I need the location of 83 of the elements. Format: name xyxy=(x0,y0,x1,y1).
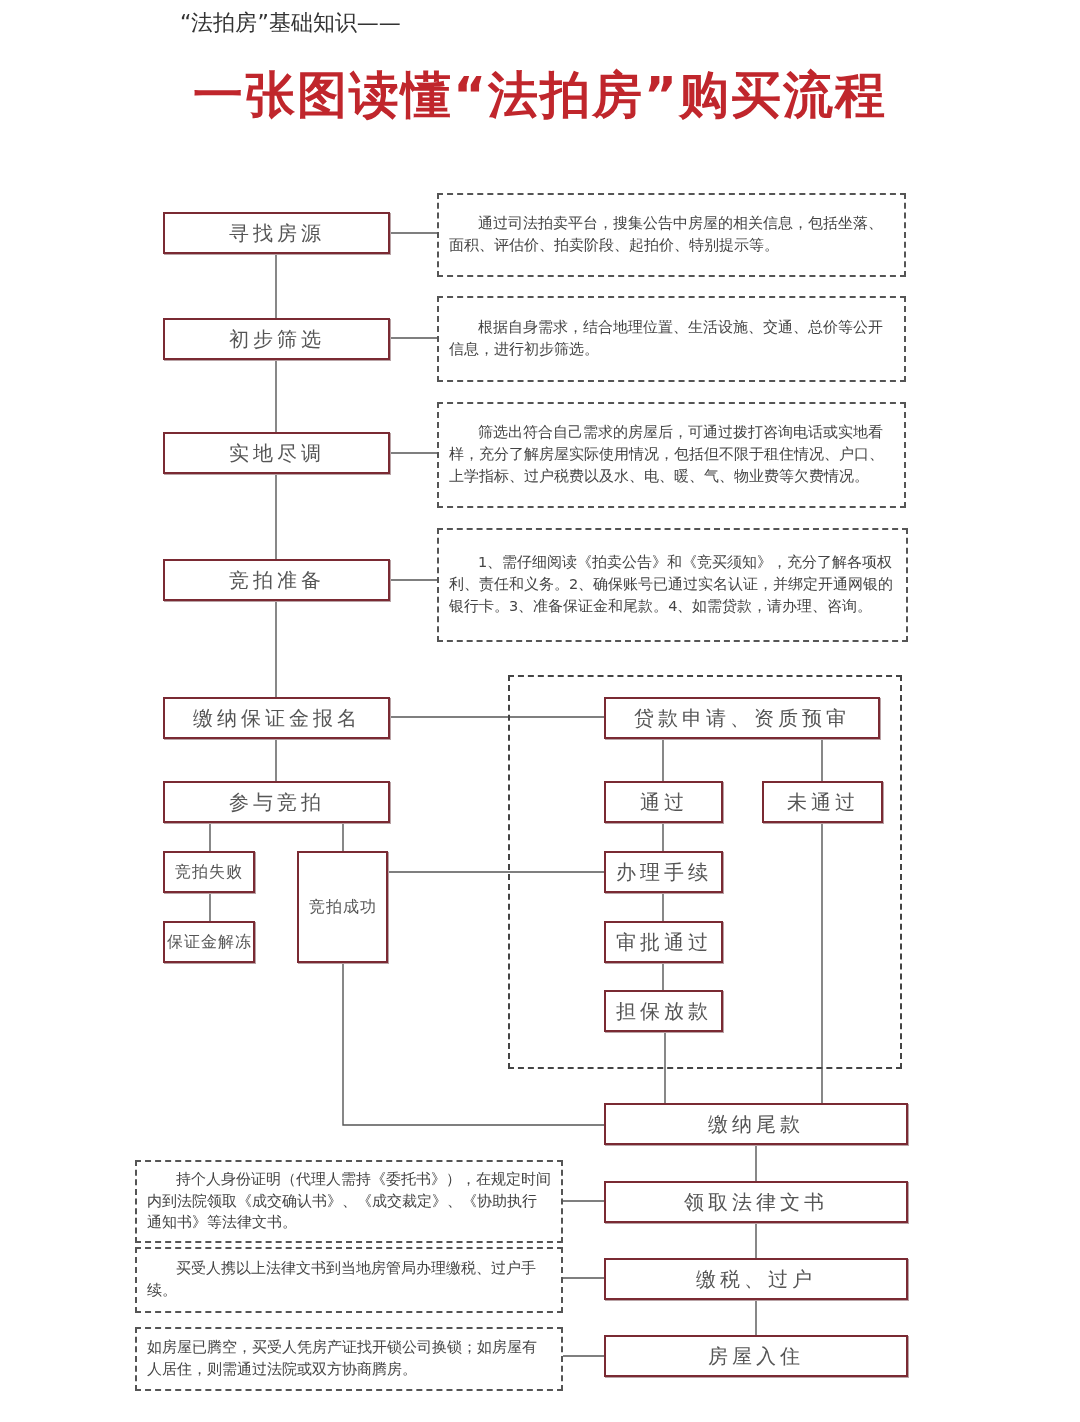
process-box xyxy=(604,781,723,823)
step-label: 未通过 xyxy=(786,790,859,814)
step-label: 保证金解冻 xyxy=(166,932,252,952)
process-box xyxy=(604,697,880,739)
note-box xyxy=(135,1247,563,1313)
step-label: 审批通过 xyxy=(615,930,712,954)
connector-line xyxy=(389,452,438,454)
step-label: 领取法律文书 xyxy=(684,1190,828,1214)
connector-line xyxy=(342,962,605,1126)
connector-line xyxy=(275,738,277,782)
step-label: 缴纳尾款 xyxy=(708,1112,804,1136)
process-box xyxy=(762,781,883,823)
step-label: 参与竞拍 xyxy=(228,790,325,814)
connector-line xyxy=(662,738,664,782)
connector-line xyxy=(209,822,211,852)
process-box xyxy=(604,1335,908,1377)
process-box xyxy=(604,990,723,1032)
connector-line xyxy=(275,359,277,433)
step-label: 竞拍准备 xyxy=(228,568,325,592)
note-text: 筛选出符合自己需求的房屋后，可通过拨打咨询电话或实地看样，充分了解房屋实际使用情况，包括但不限于租住情况、户口、上学指标、过户税费以及水、电、暖、气、物业费等欠费情况。 xyxy=(449,423,885,486)
note-text: 买受人携以上法律文书到当地房管局办理缴税、过户手续。 xyxy=(147,1259,537,1300)
connector-line xyxy=(275,253,277,319)
process-box xyxy=(163,851,255,893)
process-box xyxy=(163,212,390,254)
connector-line xyxy=(562,1200,605,1202)
process-box xyxy=(604,1181,908,1223)
connector-line xyxy=(562,1277,605,1279)
title: 一张图读懂“法拍房”购买流程 xyxy=(192,65,888,126)
step-label: 通过 xyxy=(639,790,688,814)
note-text: 1、需仔细阅读《拍卖公告》和《竞买须知》，充分了解各项权利、责任和义务。2、确保账号已通过实名认证，并绑定开通网银的银行卡。3、准备保证金和尾款。4、如需贷款，请办理、咨询。 xyxy=(449,553,895,616)
step-label: 房屋入住 xyxy=(708,1344,804,1368)
note-box xyxy=(437,193,906,277)
connector-line xyxy=(755,1299,757,1336)
process-box xyxy=(163,432,390,474)
note-box xyxy=(437,296,906,382)
step-label: 办理手续 xyxy=(615,860,712,884)
step-label: 竞拍失败 xyxy=(175,862,243,882)
process-box xyxy=(604,851,723,893)
process-box xyxy=(163,559,390,601)
connector-line xyxy=(821,738,823,782)
connector-line xyxy=(821,822,823,1104)
process-box xyxy=(297,851,388,963)
connector-line xyxy=(662,822,664,852)
connector-line xyxy=(275,473,277,560)
step-label: 缴税、过户 xyxy=(696,1267,816,1291)
step-label: 寻找房源 xyxy=(228,221,325,245)
connector-line xyxy=(342,822,344,852)
step-label: 竞拍成功 xyxy=(308,897,377,917)
step-label: 贷款申请、资质预审 xyxy=(634,706,850,730)
note-text: 持个人身份证明（代理人需持《委托书》），在规定时间内到法院领取《成交确认书》、《成交裁定》、《协助执行通知书》等法律文书。 xyxy=(147,1169,551,1233)
note-box xyxy=(135,1327,563,1391)
process-box xyxy=(604,1103,908,1145)
connector-line xyxy=(755,1222,757,1259)
note-text: 根据自身需求，结合地理位置、生活设施、交通、总价等公开信息，进行初步筛选。 xyxy=(449,318,884,359)
note-box xyxy=(437,402,906,508)
note-box xyxy=(135,1160,563,1243)
note-box xyxy=(437,528,908,642)
connector-line xyxy=(664,1031,666,1104)
connector-line xyxy=(209,892,211,922)
connector-line xyxy=(389,579,438,581)
process-box xyxy=(163,318,390,360)
connector-line xyxy=(562,1355,605,1357)
process-box xyxy=(163,697,390,739)
connector-line xyxy=(389,716,605,718)
group-frame xyxy=(508,675,902,1069)
step-label: 缴纳保证金报名 xyxy=(192,706,361,730)
connector-line xyxy=(662,962,664,991)
process-box xyxy=(604,921,723,963)
connector-line xyxy=(387,871,605,873)
connector-line xyxy=(389,337,438,339)
connector-line xyxy=(275,600,277,698)
process-box xyxy=(604,1258,908,1300)
step-label: 实地尽调 xyxy=(228,441,325,465)
process-box xyxy=(163,781,390,823)
note-text: 如房屋已腾空，买受人凭房产证找开锁公司换锁；如房屋有人居住，则需通过法院或双方协商腾房。 xyxy=(147,1338,538,1379)
subtitle: “法拍房”基础知识—— xyxy=(180,9,401,37)
connector-line xyxy=(755,1144,757,1182)
connector-line xyxy=(662,892,664,922)
process-box xyxy=(163,921,255,963)
step-label: 担保放款 xyxy=(615,999,712,1023)
note-text: 通过司法拍卖平台，搜集公告中房屋的相关信息，包括坐落、面积、评估价、拍卖阶段、起拍价、特别提示等。 xyxy=(449,214,884,255)
connector-line xyxy=(389,232,438,234)
step-label: 初步筛选 xyxy=(228,327,325,351)
